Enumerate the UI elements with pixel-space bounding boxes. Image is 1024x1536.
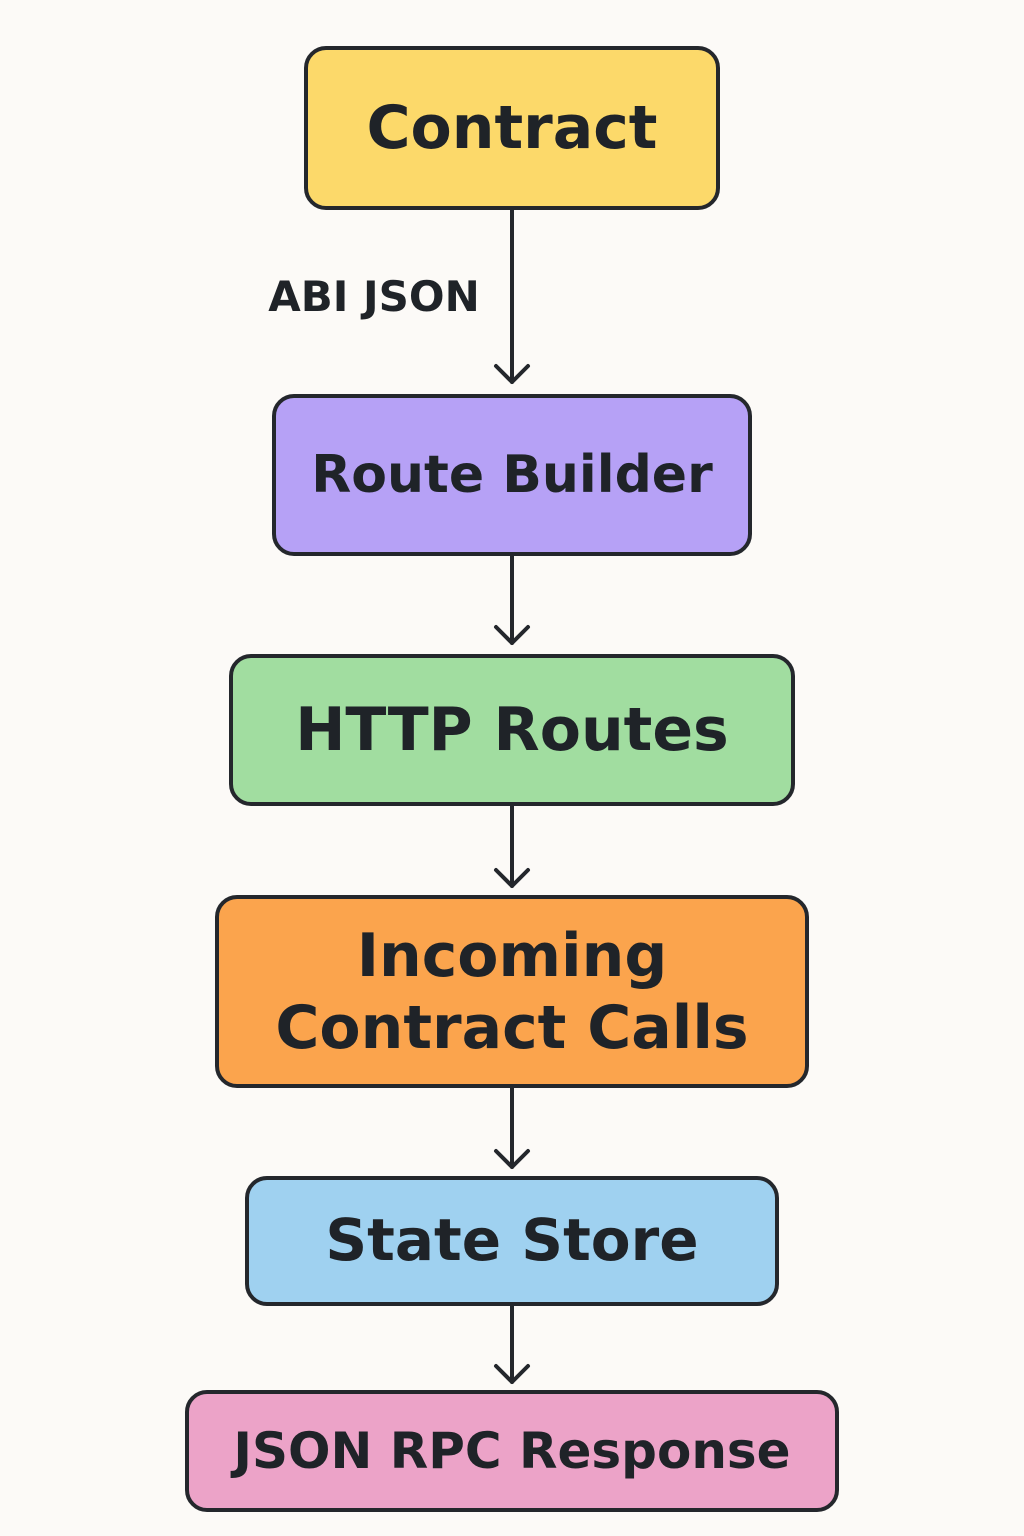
node-http-routes: HTTP Routes xyxy=(229,654,795,806)
arrow-contract-to-route-builder xyxy=(494,208,530,384)
arrow-http-routes-to-incoming-calls xyxy=(494,804,530,888)
node-json-rpc-response-label: JSON RPC Response xyxy=(233,1422,791,1480)
node-contract: Contract xyxy=(304,46,720,210)
node-state-store: State Store xyxy=(245,1176,779,1306)
edge-label-abi-json: ABI JSON xyxy=(268,272,480,321)
node-http-routes-label: HTTP Routes xyxy=(295,695,729,765)
arrow-state-store-to-json-rpc xyxy=(494,1304,530,1384)
node-route-builder-label: Route Builder xyxy=(311,444,713,505)
node-json-rpc-response: JSON RPC Response xyxy=(185,1390,839,1512)
node-state-store-label: State Store xyxy=(325,1206,699,1275)
arrow-incoming-calls-to-state-store xyxy=(494,1086,530,1169)
arrow-route-builder-to-http-routes xyxy=(494,554,530,645)
node-incoming-label-line-1: Incoming xyxy=(356,920,668,991)
node-incoming-contract-calls: Incoming Contract Calls xyxy=(215,895,809,1088)
node-route-builder: Route Builder xyxy=(272,394,752,556)
node-contract-label: Contract xyxy=(366,93,658,163)
node-incoming-label-line-2: Contract Calls xyxy=(275,992,749,1063)
